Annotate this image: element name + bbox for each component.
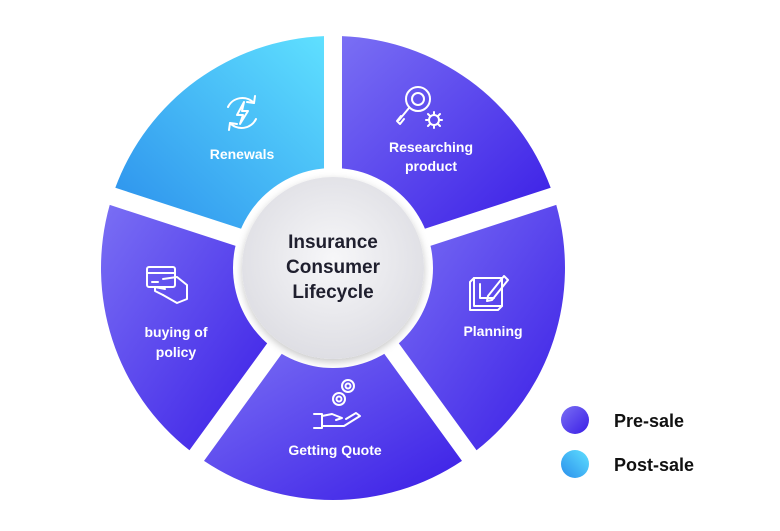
segment-getting-quote xyxy=(204,349,462,500)
segment-renewals xyxy=(115,36,325,231)
segment-label-planning: Planning xyxy=(463,323,522,339)
segment-label-buying-line2: policy xyxy=(156,344,197,360)
legend-label-post-sale: Post-sale xyxy=(614,455,694,475)
legend-swatch-pre-sale xyxy=(561,406,589,434)
segment-label-researching-line1: Researching xyxy=(389,139,473,155)
segment-label-researching-line2: product xyxy=(405,158,457,174)
legend-swatch-post-sale xyxy=(561,450,589,478)
renewal-lightning-icon xyxy=(227,95,257,131)
segment-researching-product xyxy=(341,36,551,231)
legend: Pre-sale Post-sale xyxy=(561,406,694,478)
blueprint-pencil-icon xyxy=(469,275,509,311)
segment-buying-of-policy xyxy=(101,204,271,451)
center-title-line2: Consumer xyxy=(286,257,381,278)
segment-label-renewals: Renewals xyxy=(210,146,275,162)
hand-card-icon xyxy=(146,266,188,304)
center-title-line1: Insurance xyxy=(288,232,378,253)
segment-planning xyxy=(395,204,565,451)
center-title-line3: Lifecycle xyxy=(292,282,373,303)
center-circle xyxy=(242,177,424,359)
hand-coins-icon xyxy=(313,379,361,429)
center-hub: Insurance Consumer Lifecycle xyxy=(233,168,433,368)
segment-label-buying-line1: buying of xyxy=(145,324,208,340)
magnifier-gear-icon xyxy=(396,86,443,129)
legend-label-pre-sale: Pre-sale xyxy=(614,411,684,431)
segment-label-getting-quote: Getting Quote xyxy=(288,442,382,458)
segments-group xyxy=(101,36,565,500)
